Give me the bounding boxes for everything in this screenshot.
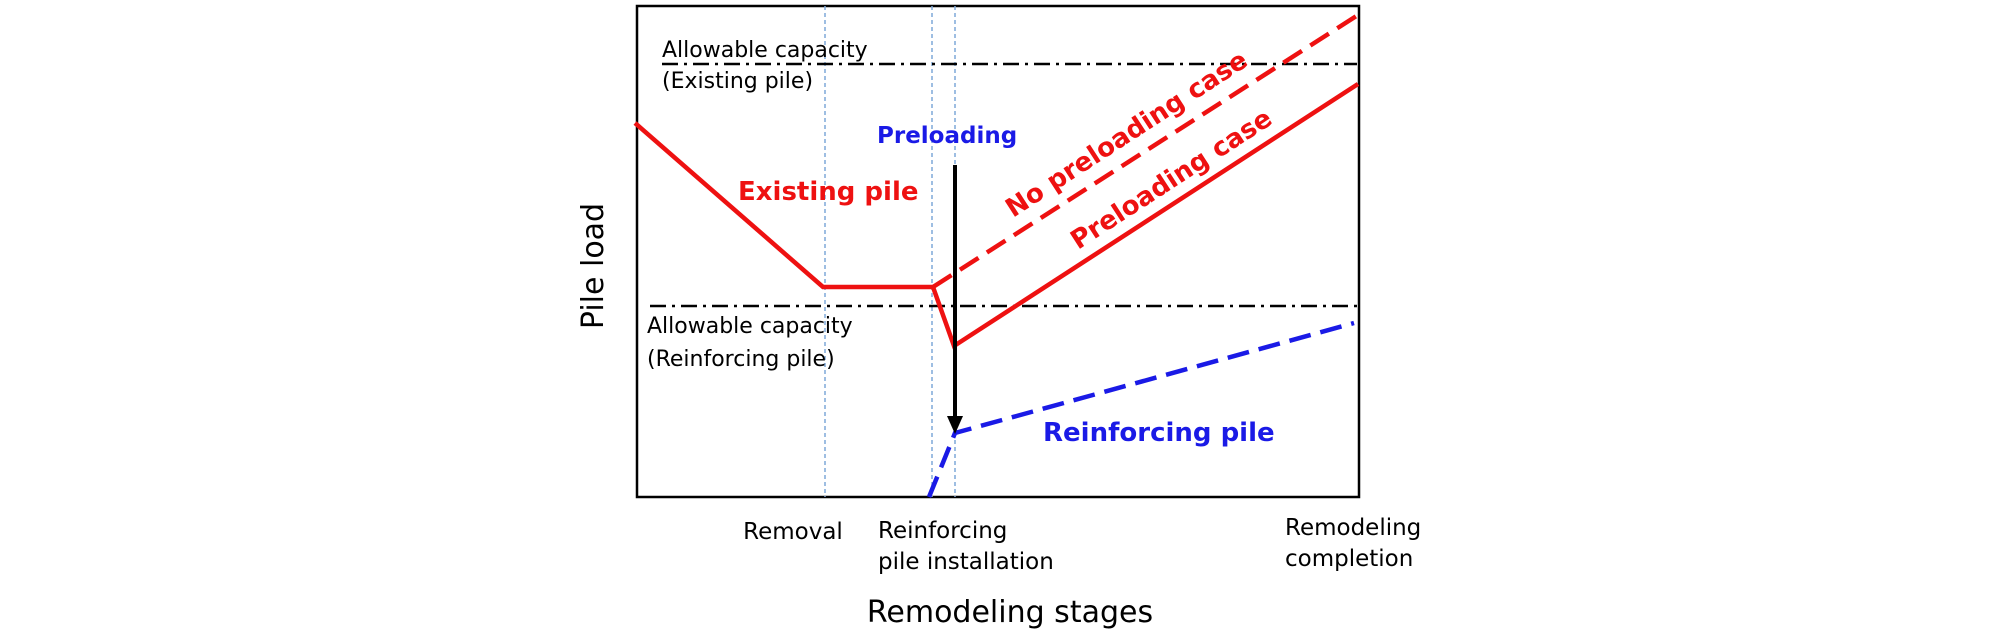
y-axis-title: Pile load (576, 203, 611, 329)
plot-frame (635, 4, 1361, 499)
no-preloading-line (931, 13, 1360, 289)
existing-pile-line (633, 121, 933, 290)
reinforcing-pile-label: Reinforcing pile (1043, 418, 1275, 448)
x-axis-title: Remodeling stages (867, 595, 1153, 630)
preloading-label: Preloading (877, 123, 1017, 149)
stage-label-removal: Removal (743, 519, 843, 545)
reinforcing-capacity-label-line2: (Reinforcing pile) (647, 347, 835, 372)
stage-label-completion-line1: Remodeling (1285, 515, 1421, 541)
existing-capacity-label-line2: (Existing pile) (662, 69, 813, 94)
existing-capacity-label-line1: Allowable capacity (662, 38, 868, 63)
reinforcing-capacity-label-line1: Allowable capacity (647, 314, 853, 339)
stage-label-install-line1: Reinforcing (878, 518, 1007, 544)
stage-label-install-line2: pile installation (878, 549, 1054, 575)
preloading-arrow-head (947, 416, 963, 434)
reinforcing-pile-line (926, 320, 1355, 498)
existing-pile-label: Existing pile (738, 177, 919, 207)
stage-label-completion-line2: completion (1285, 546, 1413, 572)
